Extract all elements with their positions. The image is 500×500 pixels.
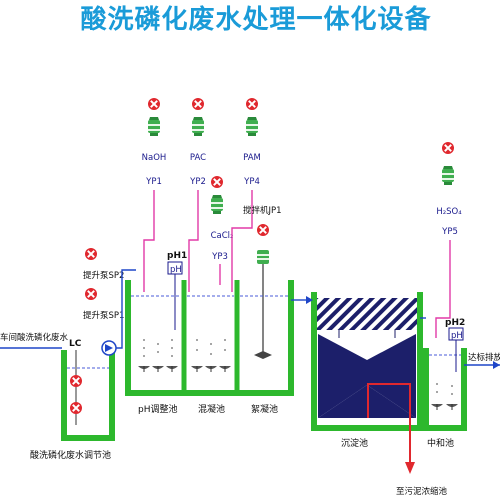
dosing-unit-pac: PAC YP2 bbox=[189, 97, 206, 187]
chemical-label: H₂SO₄ bbox=[436, 207, 462, 217]
sludge-discharge: 至污泥浓缩池 bbox=[367, 383, 448, 497]
lift-pump-icon[interactable] bbox=[101, 340, 117, 356]
neutralization-tank: 中和池 bbox=[423, 348, 467, 449]
ph-meter-1: pH1 pH bbox=[167, 251, 187, 330]
aerator-icon bbox=[204, 365, 218, 373]
level-control-label: LC bbox=[69, 339, 82, 349]
aerator-icon bbox=[190, 365, 204, 373]
chemical-label: CaCl₂ bbox=[211, 231, 234, 241]
aerator-icon bbox=[151, 365, 165, 373]
pump-label: YP5 bbox=[441, 227, 458, 237]
pump-label: YP3 bbox=[211, 252, 228, 262]
level-control: LC bbox=[69, 339, 83, 425]
ph-meter-2: pH2 pH bbox=[445, 318, 465, 372]
ph-meter-box: pH bbox=[451, 331, 463, 341]
aerator-icon bbox=[430, 403, 444, 411]
inlet-label: 车间酸洗磷化废水 bbox=[0, 332, 69, 343]
mixer-unit: 搅拌机JP1 bbox=[243, 205, 282, 359]
valve-icon[interactable] bbox=[210, 175, 224, 189]
valve-icon bbox=[69, 401, 83, 415]
ph-meter-box: pH bbox=[170, 265, 182, 275]
dosing-unit-naoh: NaOH YP1 bbox=[142, 97, 167, 187]
dosing-pump-icon[interactable] bbox=[442, 166, 454, 185]
valve-icon[interactable] bbox=[191, 97, 205, 111]
aerator-icon bbox=[165, 365, 179, 373]
pump-label: 提升泵SP1 bbox=[83, 310, 124, 321]
dosing-unit-h2so4: H₂SO₄ YP5 bbox=[436, 141, 462, 237]
pump-label: YP2 bbox=[189, 177, 206, 187]
aerator-icon bbox=[218, 365, 232, 373]
regulating-tank: 酸洗磷化废水调节池 bbox=[30, 345, 115, 461]
process-flow: 车间酸洗磷化废水 达标排放 bbox=[0, 269, 500, 369]
tank-label: 絮凝池 bbox=[251, 403, 278, 415]
dosing-pump-icon[interactable] bbox=[148, 117, 160, 136]
tank-label: pH调整池 bbox=[138, 403, 177, 415]
dosing-unit-cacl2: CaCl₂ YP3 bbox=[210, 175, 234, 262]
diagram-title: 酸洗磷化废水处理一体化设备 bbox=[80, 4, 431, 35]
valve-icon bbox=[69, 374, 83, 388]
sludge-outlet-label: 至污泥浓缩池 bbox=[396, 486, 448, 497]
valve-icon[interactable] bbox=[245, 97, 259, 111]
pump-label: YP4 bbox=[243, 177, 260, 187]
valve-icon[interactable] bbox=[84, 287, 98, 301]
mixer-icon[interactable] bbox=[254, 250, 272, 359]
pump-label: 提升泵SP2 bbox=[83, 270, 124, 281]
inclined-plate-pack bbox=[317, 298, 417, 330]
dosing-unit-pam: PAM YP4 bbox=[243, 97, 261, 187]
reaction-tanks: pH调整池 混凝池 絮凝池 bbox=[125, 280, 294, 415]
tank-label: 沉淀池 bbox=[341, 437, 368, 449]
sedimentation-tank: 沉淀池 bbox=[311, 292, 423, 449]
aerator-icon bbox=[137, 365, 151, 373]
chemical-label: PAC bbox=[190, 153, 206, 163]
outlet-label: 达标排放 bbox=[468, 352, 500, 363]
valve-icon[interactable] bbox=[441, 141, 455, 155]
water-levels bbox=[67, 295, 461, 369]
lift-pumps: 提升泵SP2 提升泵SP1 bbox=[83, 247, 124, 356]
tank-label: 中和池 bbox=[427, 437, 454, 449]
ph-meter-label: pH2 bbox=[445, 318, 465, 328]
valve-icon[interactable] bbox=[147, 97, 161, 111]
aerators bbox=[137, 339, 459, 411]
tank-label: 酸洗磷化废水调节池 bbox=[30, 449, 111, 461]
dosing-lines bbox=[143, 190, 451, 338]
mixer-label: 搅拌机JP1 bbox=[243, 205, 282, 216]
dosing-pump-icon[interactable] bbox=[246, 117, 258, 136]
dosing-pump-icon[interactable] bbox=[192, 117, 204, 136]
dosing-pump-icon[interactable] bbox=[211, 195, 223, 214]
chemical-label: NaOH bbox=[142, 153, 167, 163]
valve-icon[interactable] bbox=[84, 247, 98, 261]
chemical-label: PAM bbox=[243, 153, 261, 163]
ph-meter-label: pH1 bbox=[167, 251, 187, 261]
valve-icon[interactable] bbox=[256, 223, 270, 237]
tank-label: 混凝池 bbox=[198, 403, 225, 415]
pump-label: YP1 bbox=[145, 177, 162, 187]
aerator-icon bbox=[445, 403, 459, 411]
